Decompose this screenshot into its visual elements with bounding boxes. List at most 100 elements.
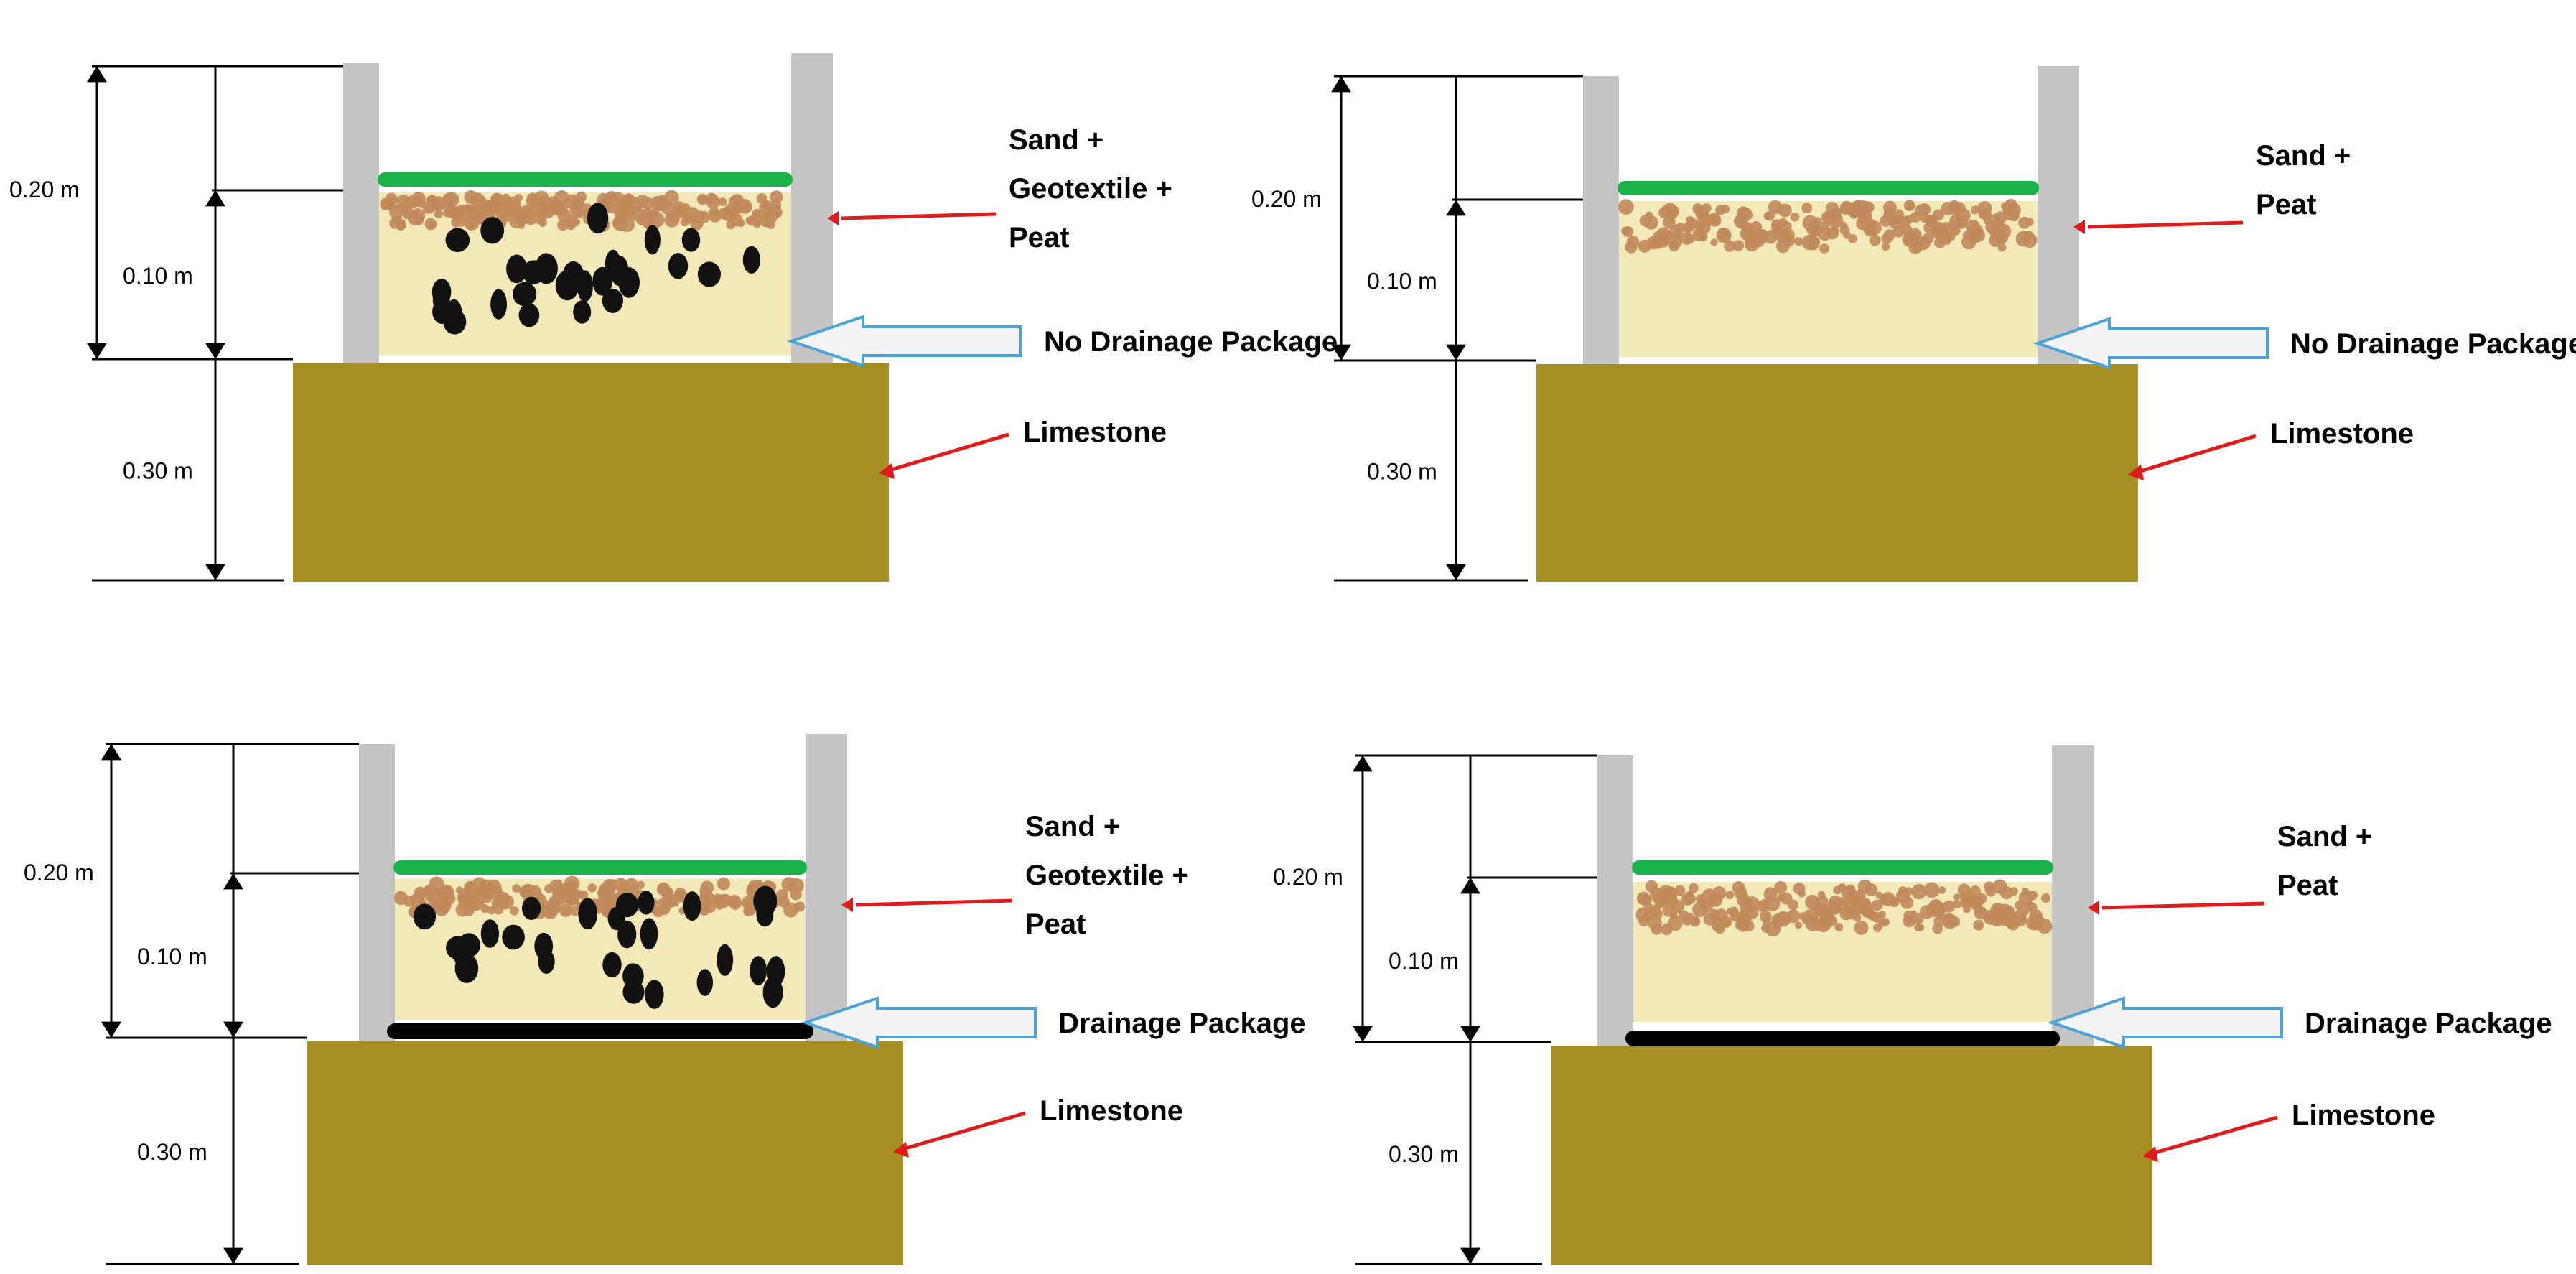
dimension-lines (106, 743, 359, 1265)
arrowhead (1460, 1247, 1480, 1264)
stone (668, 253, 689, 279)
peat-particle (1849, 211, 1858, 219)
stone (587, 203, 609, 234)
red-arrowhead (893, 1142, 909, 1158)
peat-particle (2005, 204, 2015, 213)
peat-particle (1666, 885, 1674, 893)
peat-particle (745, 216, 754, 225)
peat-particle (1934, 236, 1946, 248)
peat-particle (552, 200, 568, 216)
stone (605, 249, 621, 280)
red-arrow-limestone (888, 432, 1009, 473)
peat-particle (1975, 893, 1987, 905)
peat-particle (510, 906, 519, 916)
peat-particle (1933, 916, 1945, 927)
peat-particle (1661, 205, 1671, 215)
peat-particle (434, 210, 443, 219)
peat-particle (1669, 241, 1680, 252)
peat-particle (477, 195, 486, 204)
stone (578, 898, 597, 930)
label-limestone: Limestone (1023, 417, 1167, 448)
dim-label-total: 0.20 m (9, 177, 80, 203)
peat-particle (1839, 225, 1850, 236)
peat-particle (1910, 910, 1918, 918)
peat-particle (1684, 223, 1693, 232)
peat-particle (1735, 911, 1750, 926)
peat-particle (587, 883, 597, 893)
peat-particle (1732, 240, 1745, 251)
peat-particle (1989, 911, 2005, 927)
peat-particle (1982, 912, 1991, 921)
peat-particle (1961, 235, 1977, 250)
peat-particle (2009, 210, 2020, 222)
peat-particle (1680, 232, 1694, 245)
arrowhead (223, 1021, 243, 1038)
peat-particle (1776, 229, 1791, 243)
peat-particle (1724, 240, 1736, 252)
peat-particle (569, 894, 579, 906)
red-arrowhead (879, 463, 895, 479)
dimension-lines (92, 65, 343, 582)
peat-particle (477, 207, 490, 220)
peat-particle (1689, 883, 1699, 893)
peat-particle (602, 878, 617, 893)
peat-particle (1813, 920, 1824, 931)
peat-particle (778, 896, 790, 908)
stone (618, 267, 640, 298)
stone (518, 303, 540, 327)
stone (697, 261, 722, 287)
peat-particle (1790, 212, 1800, 222)
peat-particle (426, 195, 438, 207)
peat-particle (613, 216, 627, 230)
red-arrowhead (2142, 1146, 2158, 1162)
peat-particle (437, 899, 449, 912)
peat-particle (413, 214, 424, 225)
peat-particle (1953, 893, 1961, 901)
peat-particle (1623, 225, 1634, 237)
peat-particle (1667, 915, 1683, 931)
stone (717, 944, 734, 976)
peat-particle (402, 210, 411, 220)
peat-particle (1716, 228, 1732, 243)
peat-particle (1981, 209, 1989, 218)
peat-particle (1923, 882, 1940, 898)
right-wall (806, 734, 847, 1041)
dim-label-base: 0.30 m (1389, 1141, 1459, 1167)
peat-particle (1821, 220, 1830, 230)
red-arrow-mix (841, 212, 997, 220)
dim-label-upper: 0.10 m (1367, 269, 1437, 294)
peat-particle (1869, 234, 1881, 246)
peat-particle (1794, 921, 1803, 929)
peat-particle (2004, 906, 2015, 917)
peat-particle (1694, 219, 1706, 231)
peat-particle (489, 885, 503, 901)
peat-particle (1943, 913, 1956, 926)
peat-particle (523, 211, 538, 225)
peat-particle (1985, 885, 1997, 897)
peat-particle (464, 190, 478, 204)
peat-particle (1833, 885, 1842, 895)
stone (644, 225, 661, 255)
stone (480, 919, 500, 948)
right-wall (791, 53, 833, 363)
peat-particle (741, 201, 753, 213)
label-mix-line: Peat (2256, 189, 2317, 220)
peat-particle (1712, 886, 1726, 901)
peat-particle (1880, 892, 1895, 906)
peat-particle (1626, 236, 1639, 248)
peat-particle (2029, 909, 2043, 923)
peat-particle (403, 895, 415, 907)
peat-particle (1697, 896, 1706, 905)
peat-particle (1829, 895, 1842, 908)
peat-particle (1801, 234, 1818, 251)
arrowhead (1460, 1026, 1480, 1042)
arrowhead (1331, 76, 1351, 93)
label-mix-line: Sand + (2256, 140, 2351, 172)
peat-particle (1826, 227, 1839, 240)
peat-particle (1674, 885, 1686, 896)
dim-label-upper: 0.10 m (1389, 948, 1459, 974)
peat-particle (1775, 911, 1791, 927)
peat-particle (714, 900, 725, 910)
peat-particle (1910, 212, 1921, 223)
